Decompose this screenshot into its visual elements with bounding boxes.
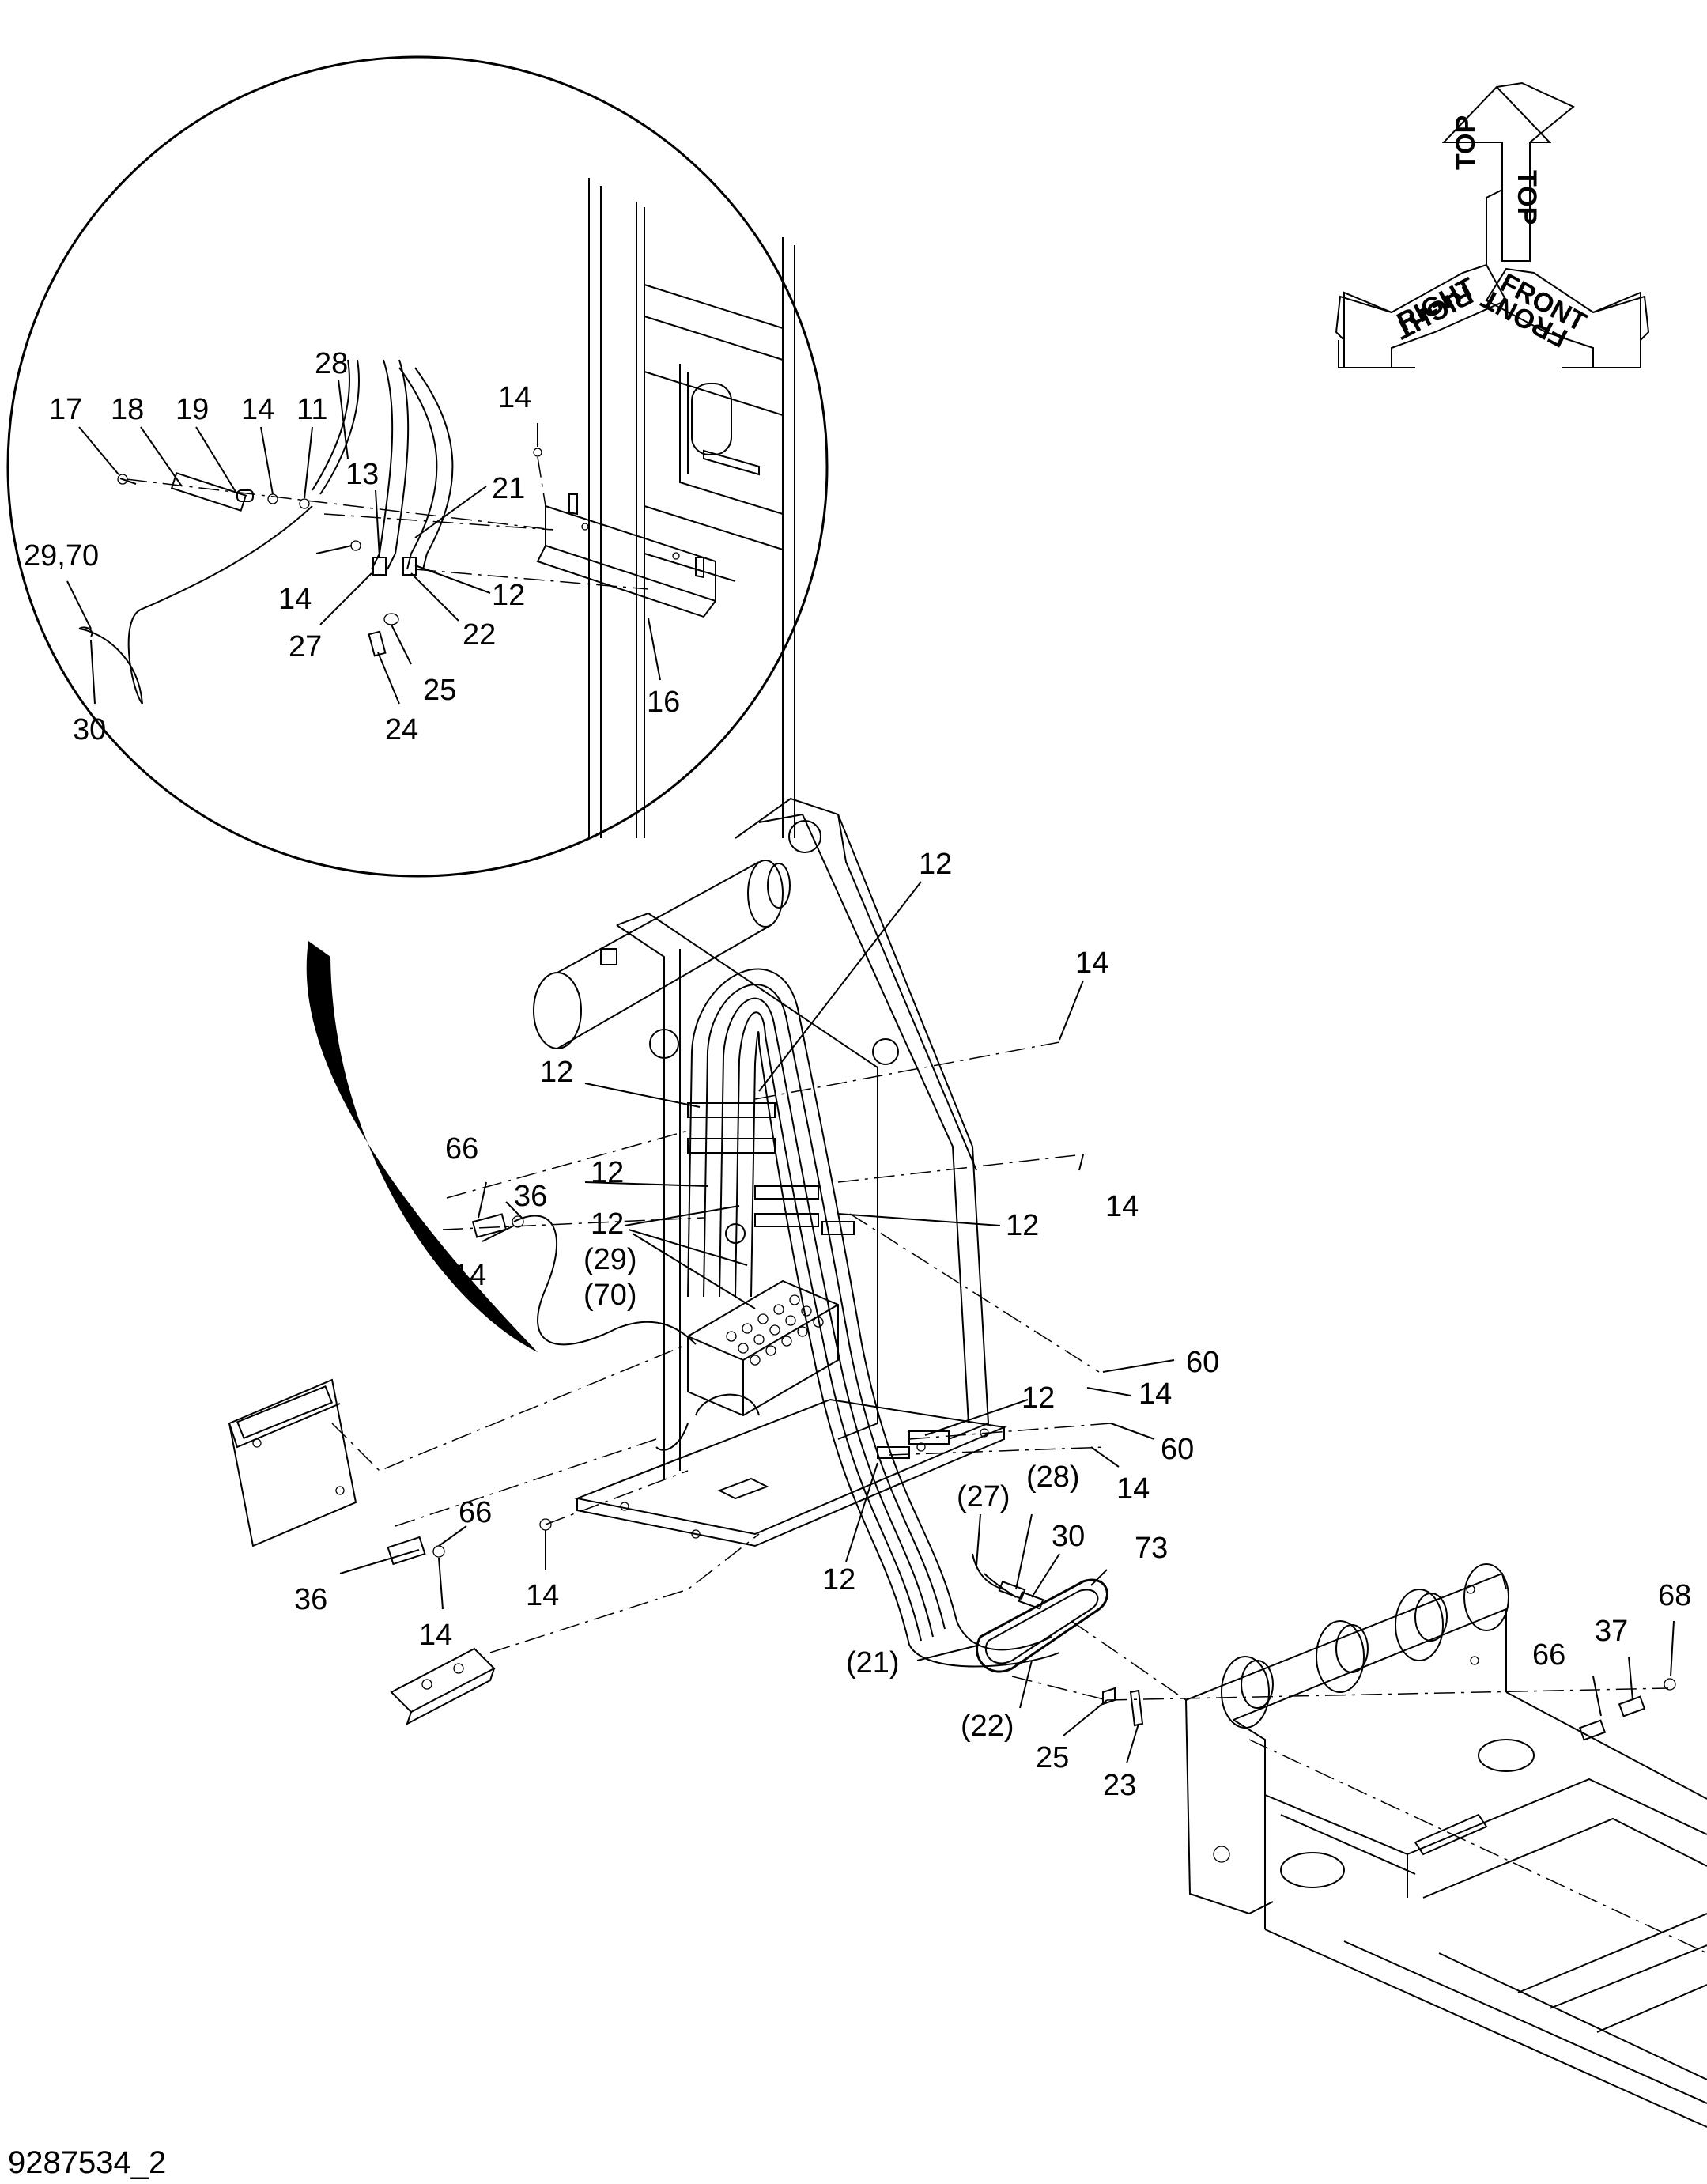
callout-60: 60: [1161, 1433, 1194, 1466]
main-callout-labels: 12 14 12 66 12 36 12 12 14 14 (29) (70) …: [294, 848, 1691, 1802]
detail-callout-labels: 17 18 19 14 11 28 13 21 14 29,70 14 27 1…: [24, 347, 680, 746]
band-73: [976, 1578, 1108, 1673]
callout-21: 21: [492, 472, 525, 505]
callout-73: 73: [1135, 1532, 1168, 1565]
alignment-lines: [331, 1041, 1707, 1954]
callout-14: 14: [1105, 1190, 1139, 1223]
connector-bracket-plate: [228, 1378, 357, 1547]
orientation-triad: TOP TOP RIGHT RIGHT FRONT FRONT: [1335, 81, 1650, 368]
callout-30: 30: [73, 713, 106, 746]
callout-36: 36: [514, 1180, 547, 1213]
callout-19: 19: [176, 393, 209, 426]
valve-block: [655, 1279, 839, 1451]
top-label-mirrored: TOP: [1512, 170, 1542, 225]
callout-13: 13: [346, 458, 379, 491]
callout-36: 36: [294, 1583, 327, 1616]
callout-14: 14: [1139, 1377, 1172, 1411]
callout-60: 60: [1186, 1346, 1219, 1379]
callout-66: 66: [445, 1132, 478, 1166]
detail-wire-29-70: [127, 505, 313, 705]
callout-14: 14: [498, 381, 531, 414]
main-frame-assembly: [228, 797, 1707, 2128]
callout-12: 12: [822, 1563, 855, 1596]
callout-25: 25: [423, 674, 456, 707]
top-direction-arrow: [1441, 85, 1552, 262]
callout-12: 12: [1022, 1381, 1055, 1415]
callout-27-paren: (27): [957, 1480, 1010, 1513]
left-small-parts: [387, 1213, 1144, 1727]
callout-66: 66: [1532, 1638, 1565, 1672]
pivot-cylinder: [533, 860, 791, 1049]
callout-22-paren: (22): [961, 1710, 1014, 1743]
callout-29-70: 29,70: [24, 539, 99, 572]
callout-12: 12: [1006, 1209, 1039, 1242]
callout-27: 27: [289, 630, 322, 663]
callout-12: 12: [919, 848, 952, 881]
callout-30: 30: [1052, 1520, 1085, 1553]
callout-70-paren: (70): [583, 1279, 637, 1312]
detail-view-circle: [6, 55, 829, 1352]
lower-connector: [390, 1647, 496, 1726]
callout-12: 12: [540, 1056, 573, 1089]
bracket-16: [536, 493, 716, 618]
callout-14: 14: [419, 1619, 452, 1652]
callout-12: 12: [492, 579, 525, 612]
callout-68: 68: [1658, 1579, 1691, 1612]
callout-29-paren: (29): [583, 1243, 637, 1276]
chassis-frame: [1185, 1563, 1707, 2128]
callout-12: 12: [591, 1207, 624, 1241]
leader-lines: [66, 379, 1675, 1764]
callout-12: 12: [591, 1156, 624, 1189]
callout-28: 28: [315, 347, 348, 380]
callout-25: 25: [1036, 1741, 1069, 1774]
hose-clamps: [687, 1102, 950, 1459]
callout-18: 18: [111, 393, 144, 426]
callout-66: 66: [459, 1496, 492, 1529]
callout-11: 11: [296, 393, 327, 426]
drawing-number: 9287534_2: [8, 2145, 166, 2180]
callout-14: 14: [526, 1579, 559, 1612]
callout-28-paren: (28): [1026, 1460, 1080, 1494]
callout-21-paren: (21): [846, 1646, 900, 1680]
detail-frame: [588, 178, 795, 838]
detail-hoses: [312, 359, 454, 570]
callout-14: 14: [241, 393, 274, 426]
callout-14: 14: [278, 583, 312, 616]
main-wire-29-70: [513, 1215, 697, 1346]
callout-24: 24: [385, 713, 418, 746]
callout-37: 37: [1595, 1615, 1628, 1648]
detail-pointer-wedge: [306, 941, 538, 1352]
callout-14: 14: [453, 1259, 486, 1292]
callout-23: 23: [1103, 1769, 1136, 1802]
main-hose-bundle: [687, 968, 1060, 1668]
top-label: TOP: [1451, 115, 1481, 170]
callout-14: 14: [1116, 1472, 1150, 1506]
callout-16: 16: [647, 686, 680, 719]
hose-ends: [972, 1553, 1044, 1610]
callout-17: 17: [49, 393, 82, 426]
callout-22: 22: [463, 618, 496, 652]
callout-14: 14: [1075, 947, 1108, 980]
